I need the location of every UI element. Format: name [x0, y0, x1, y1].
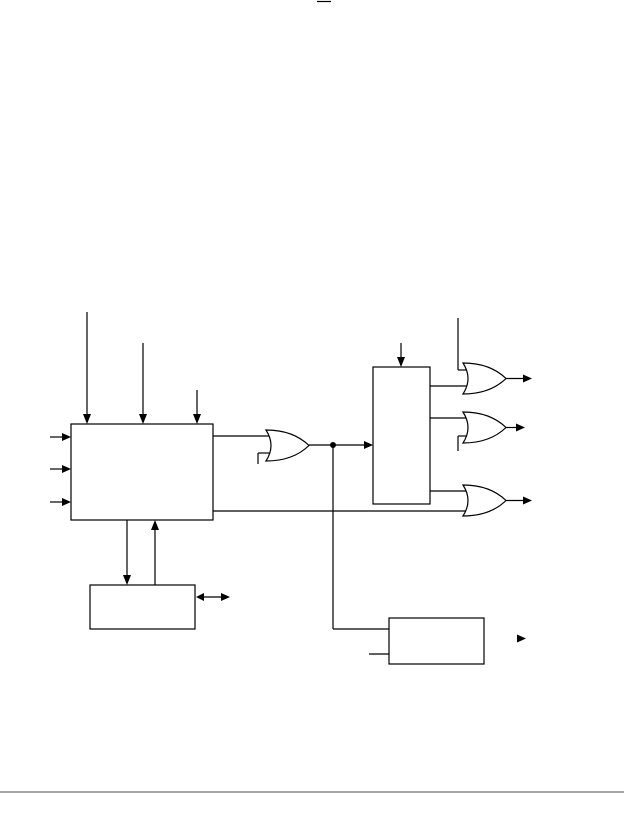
bidirectional-arrow-right: [221, 593, 230, 601]
lower-left-block: [89, 584, 196, 630]
or-top-right-arrow: [523, 374, 532, 383]
left-input-arrow-1: [62, 433, 71, 441]
left-input-arrow-2: [62, 465, 71, 473]
bidirectional-arrow-left: [196, 593, 204, 601]
main-block: [70, 423, 214, 521]
main-input-arrow-2: [139, 414, 147, 424]
lower-right-output-arrow: [517, 634, 526, 643]
or-mid-right-arrow: [516, 423, 525, 432]
or-gate-mid-right: [461, 411, 507, 444]
main-to-lower-left-arrow: [123, 575, 131, 585]
main-input-arrow-1: [83, 414, 91, 424]
lower-right-block: [388, 617, 485, 665]
lower-left-to-main-arrow: [151, 520, 159, 530]
main-input-arrow-3: [193, 414, 201, 424]
or-bottom-right-arrow: [523, 496, 532, 505]
or-gate-bottom-right: [461, 484, 507, 517]
or-gate-middle: [264, 429, 310, 462]
or-middle-output-arrow: [364, 441, 373, 449]
left-input-arrow-3: [62, 498, 71, 506]
register-block: [372, 366, 431, 505]
register-input-arrow: [397, 357, 405, 367]
or-gate-top-right: [461, 362, 507, 395]
